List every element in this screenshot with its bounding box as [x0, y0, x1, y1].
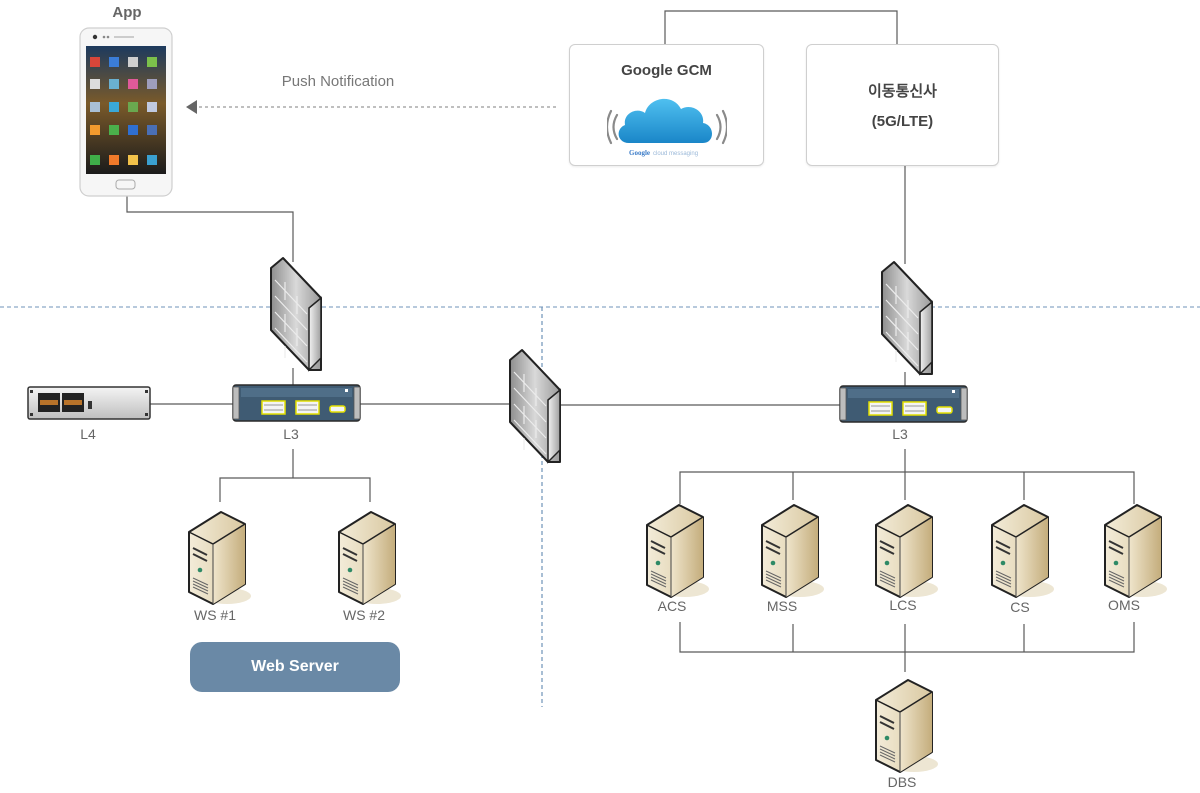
switch-icon[interactable] — [839, 385, 968, 423]
l4-label: L4 — [80, 426, 96, 442]
server-icon[interactable] — [646, 504, 710, 598]
server-icon[interactable] — [991, 504, 1055, 598]
link-ws-bracket — [219, 477, 371, 502]
carrier-box[interactable]: 이동통신사 (5G/LTE) — [806, 44, 999, 166]
connections — [126, 10, 1135, 672]
dbs-label: DBS — [887, 774, 917, 790]
load-balancer-icon[interactable] — [27, 386, 151, 420]
carrier-title: 이동통신사 — [867, 83, 937, 100]
oms-label: OMS — [1108, 597, 1140, 613]
l3-right-label: L3 — [892, 426, 908, 442]
link-right-servers-bottom — [679, 622, 1135, 653]
link-cloud-bracket — [664, 10, 898, 44]
server-icon[interactable] — [1104, 504, 1168, 598]
l3-left-label: L3 — [283, 426, 299, 442]
smartphone-icon[interactable] — [79, 27, 173, 197]
gcm-caption-text: cloud messaging — [653, 151, 698, 157]
firewall-icon — [509, 349, 561, 463]
server-icon[interactable] — [875, 504, 939, 598]
web-server-group-label: Web Server — [190, 642, 400, 692]
cloud-icon: Google cloud messaging — [607, 98, 727, 157]
server-icon[interactable] — [338, 511, 402, 605]
google-gcm-title: Google GCM — [621, 62, 712, 79]
server-icon[interactable] — [761, 504, 825, 598]
link-right-servers-top — [679, 471, 1135, 504]
server-icon[interactable] — [188, 511, 252, 605]
ws2-label: WS #2 — [342, 607, 386, 623]
gcm-brand-text: Google — [629, 149, 650, 157]
acs-label: ACS — [657, 598, 687, 614]
push-notification-label: Push Notification — [281, 73, 395, 90]
firewall-icon — [270, 257, 322, 371]
carrier-subtitle: (5G/LTE) — [871, 113, 934, 130]
mss-label: MSS — [766, 598, 798, 614]
link-app-to-firewall — [126, 196, 294, 262]
ws1-label: WS #1 — [193, 607, 237, 623]
arrow-left-icon — [186, 100, 197, 114]
cs-label: CS — [1010, 599, 1030, 615]
google-gcm-box[interactable]: Google GCM Google cloud messaging — [569, 44, 764, 166]
database-server-icon[interactable] — [875, 679, 939, 773]
lcs-label: LCS — [889, 597, 917, 613]
switch-icon[interactable] — [232, 384, 361, 422]
app-title: App — [112, 4, 142, 21]
firewall-icon — [881, 261, 933, 375]
